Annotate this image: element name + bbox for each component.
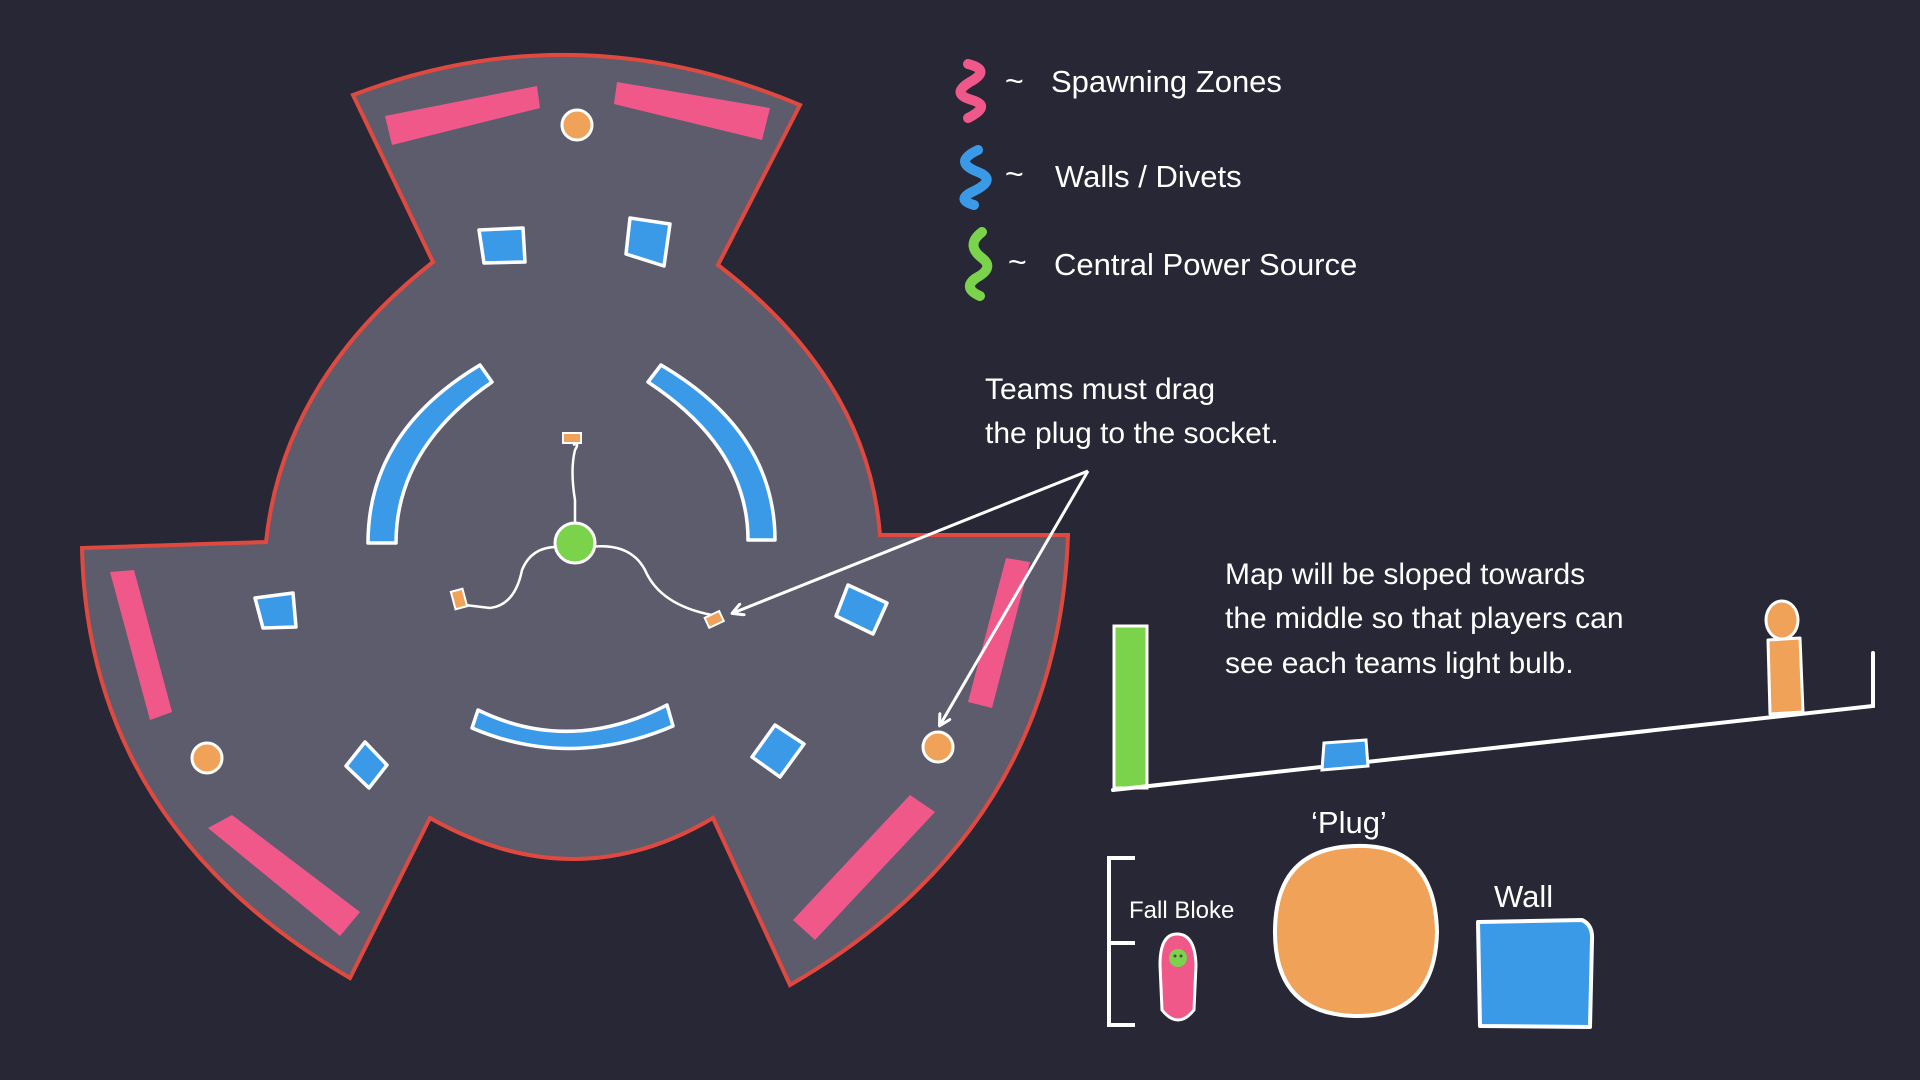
divet-left [253,591,298,630]
socket-right [703,609,726,630]
legend-walls: ~ Walls / Divets [959,145,1242,210]
legend: ~ Spawning Zones ~ Walls / Divets ~ Cent… [955,59,1357,301]
legend-separator: ~ [1005,156,1024,192]
curved-wall-right [646,363,777,542]
divet-right [834,583,889,636]
spawn-zone-top-left [385,86,540,145]
curved-walls [366,363,777,751]
spawn-zone-left [110,570,172,720]
key-label-wall: Wall [1494,879,1553,914]
square-walls [253,216,889,790]
fall-bloke-eye [1179,954,1183,958]
divet-top-right [624,216,672,268]
curved-wall-bottom [470,703,675,751]
power-source-assembly [449,432,726,630]
slope-note-line-3: see each teams light bulb. [1225,647,1574,680]
slope-player-body [1766,636,1805,716]
spawn-zone-top-right [614,82,770,140]
map-plugs [190,108,955,775]
key-bracket [1107,856,1135,1027]
green-squiggle-icon [965,227,993,301]
key-wall-square [1476,918,1595,1029]
cable-left [464,545,563,610]
cable-top [571,442,579,542]
plug-left [190,741,224,775]
arrow-to-plug [940,470,1090,725]
legend-separator: ~ [1005,63,1024,99]
plug-top [560,108,594,142]
pink-squiggle-icon [955,59,986,123]
slope-wall-block [1320,738,1370,772]
spawn-zone-bottom-right [793,795,935,940]
legend-separator: ~ [1008,244,1027,280]
slope-power-pillar [1112,624,1149,790]
legend-label-power-source: Central Power Source [1054,247,1357,282]
socket-left [449,587,469,611]
curved-wall-left [366,363,494,545]
plug-note-line-2: the plug to the socket. [985,417,1279,450]
plug-right [921,730,955,764]
slope-note-line-1: Map will be sloped towards [1225,558,1585,591]
divet-top-left [477,226,527,265]
fall-bloke-figure [1158,932,1198,1022]
spawn-zone-bottom-left [208,815,360,936]
fall-bloke-eye [1173,954,1177,958]
plug-note-line-1: Teams must drag [985,373,1215,406]
divet-bottom-left [344,740,389,790]
plug-note: Teams must drag the plug to the socket. [985,373,1279,450]
slope-note-line-2: the middle so that players can [1225,602,1624,635]
socket-top [562,432,582,444]
central-power-source [553,521,597,565]
slope-diagram [1111,599,1875,792]
slope-player-head [1764,599,1800,641]
key-plug-circle [1272,843,1440,1019]
divet-bottom-right [750,723,806,779]
legend-spawning-zones: ~ Spawning Zones [955,59,1282,123]
key-label-plug: ‘Plug’ [1311,805,1387,840]
legend-label-walls: Walls / Divets [1055,159,1242,194]
legend-power-source: ~ Central Power Source [965,227,1357,301]
arrow-to-socket [733,469,1089,613]
key-label-fall-bloke: Fall Bloke [1129,897,1234,924]
slope-note: Map will be sloped towards the middle so… [1225,558,1624,680]
legend-label-spawning-zones: Spawning Zones [1051,64,1282,99]
blue-squiggle-icon [959,145,992,210]
fall-bloke-face-icon [1169,949,1187,967]
key: Fall Bloke ‘Plug’ Wall [1107,805,1595,1029]
cable-right [589,545,713,617]
